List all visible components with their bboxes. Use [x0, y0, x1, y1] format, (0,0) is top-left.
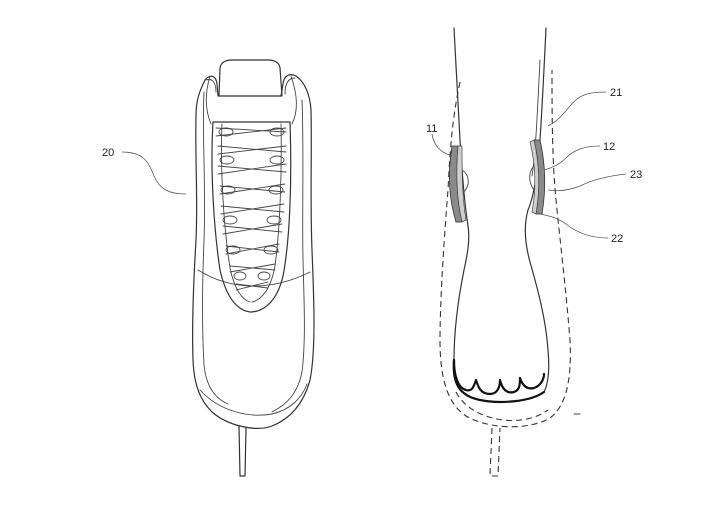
boot-tongue	[218, 59, 283, 97]
cuff-roll-left	[205, 75, 217, 125]
boot-sole-band	[199, 383, 308, 416]
ref-label-12: 12	[603, 141, 615, 153]
leader-21	[547, 91, 607, 127]
pad-23	[529, 139, 540, 215]
lace-opening	[211, 121, 292, 313]
leader-22	[539, 213, 609, 239]
leg-outline-right	[524, 27, 550, 393]
toe-sole-line	[452, 358, 546, 404]
boot-dashed-outline	[439, 69, 571, 428]
boot-outer-shell	[192, 74, 315, 429]
boot-inner-shell	[202, 91, 305, 413]
laces	[215, 127, 287, 291]
leader-20	[121, 151, 187, 195]
ankle-bone-left	[461, 169, 469, 193]
cuff-roll-right	[284, 75, 297, 125]
skate-blade	[238, 425, 247, 477]
boot-dashed-inner	[455, 391, 549, 422]
boot-side-seam	[197, 269, 311, 287]
ref-label-20: 20	[102, 147, 114, 159]
blade-dashed	[489, 427, 501, 477]
leader-23	[547, 173, 627, 192]
leader-12	[543, 145, 601, 171]
skate-boot-drawing	[192, 59, 315, 477]
ref-label-23: 23	[630, 169, 642, 181]
ref-label-22: 22	[611, 233, 623, 245]
leader-11	[431, 133, 453, 157]
foot-section-drawing	[439, 27, 581, 477]
eyelet-rail-right	[251, 123, 282, 303]
toes	[452, 358, 546, 396]
leg-outline-left	[453, 27, 470, 361]
ref-label-11: 11	[426, 123, 437, 135]
pad-11-liner	[456, 145, 467, 223]
ref-label-21: 21	[610, 87, 622, 99]
